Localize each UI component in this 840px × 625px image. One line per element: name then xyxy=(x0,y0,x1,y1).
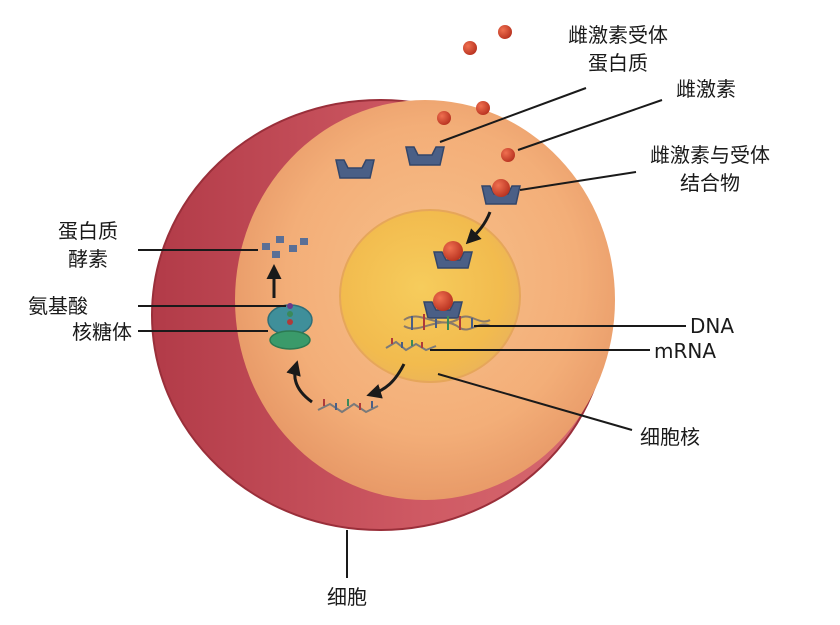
hormone-dot-icon xyxy=(498,25,512,39)
nucleus-edge xyxy=(339,209,521,383)
leader-line xyxy=(437,373,633,431)
arrow-icon xyxy=(366,363,406,399)
label-mrna: mRNA xyxy=(654,339,716,363)
label-complex-1: 雌激素与受体 xyxy=(650,143,770,167)
label-enzyme-2: 酵素 xyxy=(68,247,108,271)
enzyme-cube-icon xyxy=(300,238,308,245)
hormone-dot-icon xyxy=(501,148,515,162)
mrna-strand-icon xyxy=(317,399,379,414)
label-ribosome: 核糖体 xyxy=(72,320,132,344)
enzyme-cube-icon xyxy=(262,243,270,250)
enzyme-cubes xyxy=(262,236,308,258)
enzyme-cube-icon xyxy=(289,245,297,252)
nucleus xyxy=(340,210,520,382)
hormone-dot-icon xyxy=(463,41,477,55)
label-amino-acid: 氨基酸 xyxy=(28,294,88,318)
label-complex-2: 结合物 xyxy=(680,171,740,195)
hormone-dot-icon xyxy=(443,241,463,261)
hormone-dot-icon xyxy=(476,101,490,115)
ribosome-icon xyxy=(267,303,313,350)
label-dna: DNA xyxy=(690,314,734,338)
leader-line xyxy=(517,99,663,151)
arrow-icon xyxy=(465,211,492,245)
receptor-cups xyxy=(335,146,521,319)
label-enzyme-1: 蛋白质 xyxy=(58,219,118,243)
receptor-cup-icon xyxy=(335,159,375,179)
hormone-dots xyxy=(437,25,515,162)
enzyme-cube-icon xyxy=(276,236,284,243)
leader-line xyxy=(439,87,587,143)
label-estrogen: 雌激素 xyxy=(676,77,736,101)
label-cell: 细胞 xyxy=(327,585,367,609)
mrna-strand-icon xyxy=(385,338,437,352)
label-receptor-protein-1: 雌激素受体 xyxy=(568,23,668,47)
hormone-dot-icon xyxy=(492,179,510,197)
hormone-dot-icon xyxy=(433,291,453,311)
receptor-cup-icon xyxy=(405,146,445,166)
leader-line xyxy=(519,171,637,191)
arrow-icon xyxy=(286,360,313,404)
label-nucleus: 细胞核 xyxy=(640,425,700,449)
hormone-dot-icon xyxy=(437,111,451,125)
label-receptor-protein-2: 蛋白质 xyxy=(588,51,648,75)
enzyme-cube-icon xyxy=(272,251,280,258)
